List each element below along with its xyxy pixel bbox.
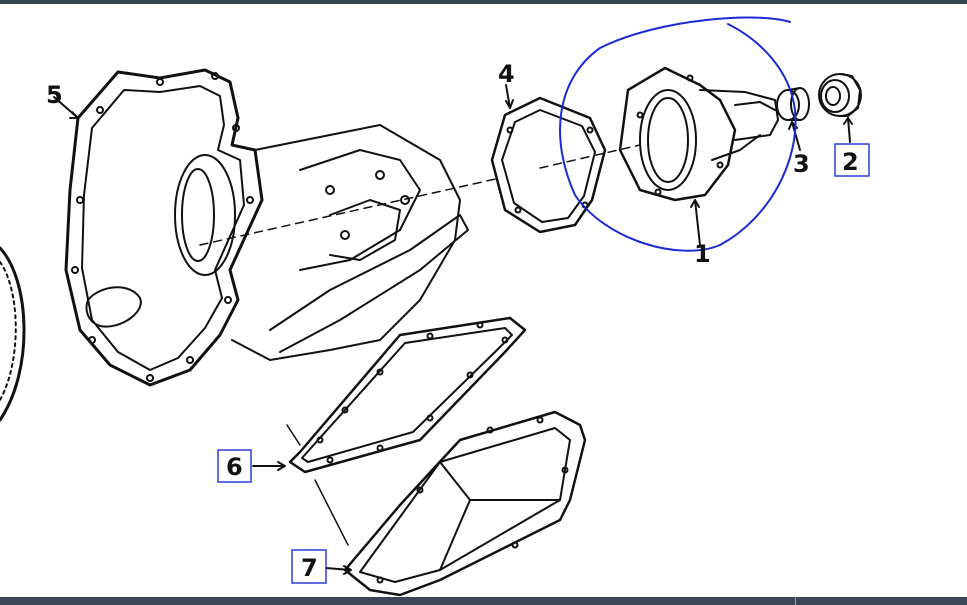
extension-housing xyxy=(618,66,779,202)
flywheel xyxy=(0,246,26,422)
callout-number-3: 3 xyxy=(793,150,810,178)
centerline xyxy=(199,177,501,246)
bottom-bar-separator xyxy=(795,597,796,605)
leader-gasket xyxy=(286,424,301,446)
bushing xyxy=(776,87,810,121)
callout-box-6 xyxy=(217,449,252,483)
callout-arrowhead-5 xyxy=(69,111,79,119)
callout-arrowhead-2 xyxy=(843,117,853,125)
callout-arrow-7 xyxy=(325,567,351,571)
callout-box-2 xyxy=(834,143,870,177)
callout-arrowhead-1 xyxy=(690,199,700,208)
callout-box-7 xyxy=(291,549,327,584)
callout-arrow-4 xyxy=(505,84,511,109)
callout-arrowhead-7 xyxy=(343,565,352,575)
leader-pan xyxy=(314,479,349,546)
callout-number-2: 2 xyxy=(842,148,859,176)
centerline-2 xyxy=(539,144,641,169)
callout-number-1: 1 xyxy=(694,240,711,268)
callout-number-4: 4 xyxy=(498,60,515,88)
callout-number-6: 6 xyxy=(226,453,243,481)
callout-arrowhead-6 xyxy=(277,461,286,471)
callout-arrowhead-4 xyxy=(505,99,514,109)
seal xyxy=(818,73,862,117)
callout-arrow-1 xyxy=(694,199,701,246)
window-bottom-bar xyxy=(0,597,967,605)
bell-housing-case xyxy=(64,68,469,387)
oil-pan xyxy=(343,410,587,597)
window-top-bar xyxy=(0,0,967,4)
callout-number-5: 5 xyxy=(46,81,63,109)
highlight-circle xyxy=(559,16,797,252)
callout-arrow-3 xyxy=(791,121,801,151)
oil-pan-gasket xyxy=(288,316,527,474)
callout-number-7: 7 xyxy=(301,554,318,582)
callout-arrow-2 xyxy=(847,117,851,143)
